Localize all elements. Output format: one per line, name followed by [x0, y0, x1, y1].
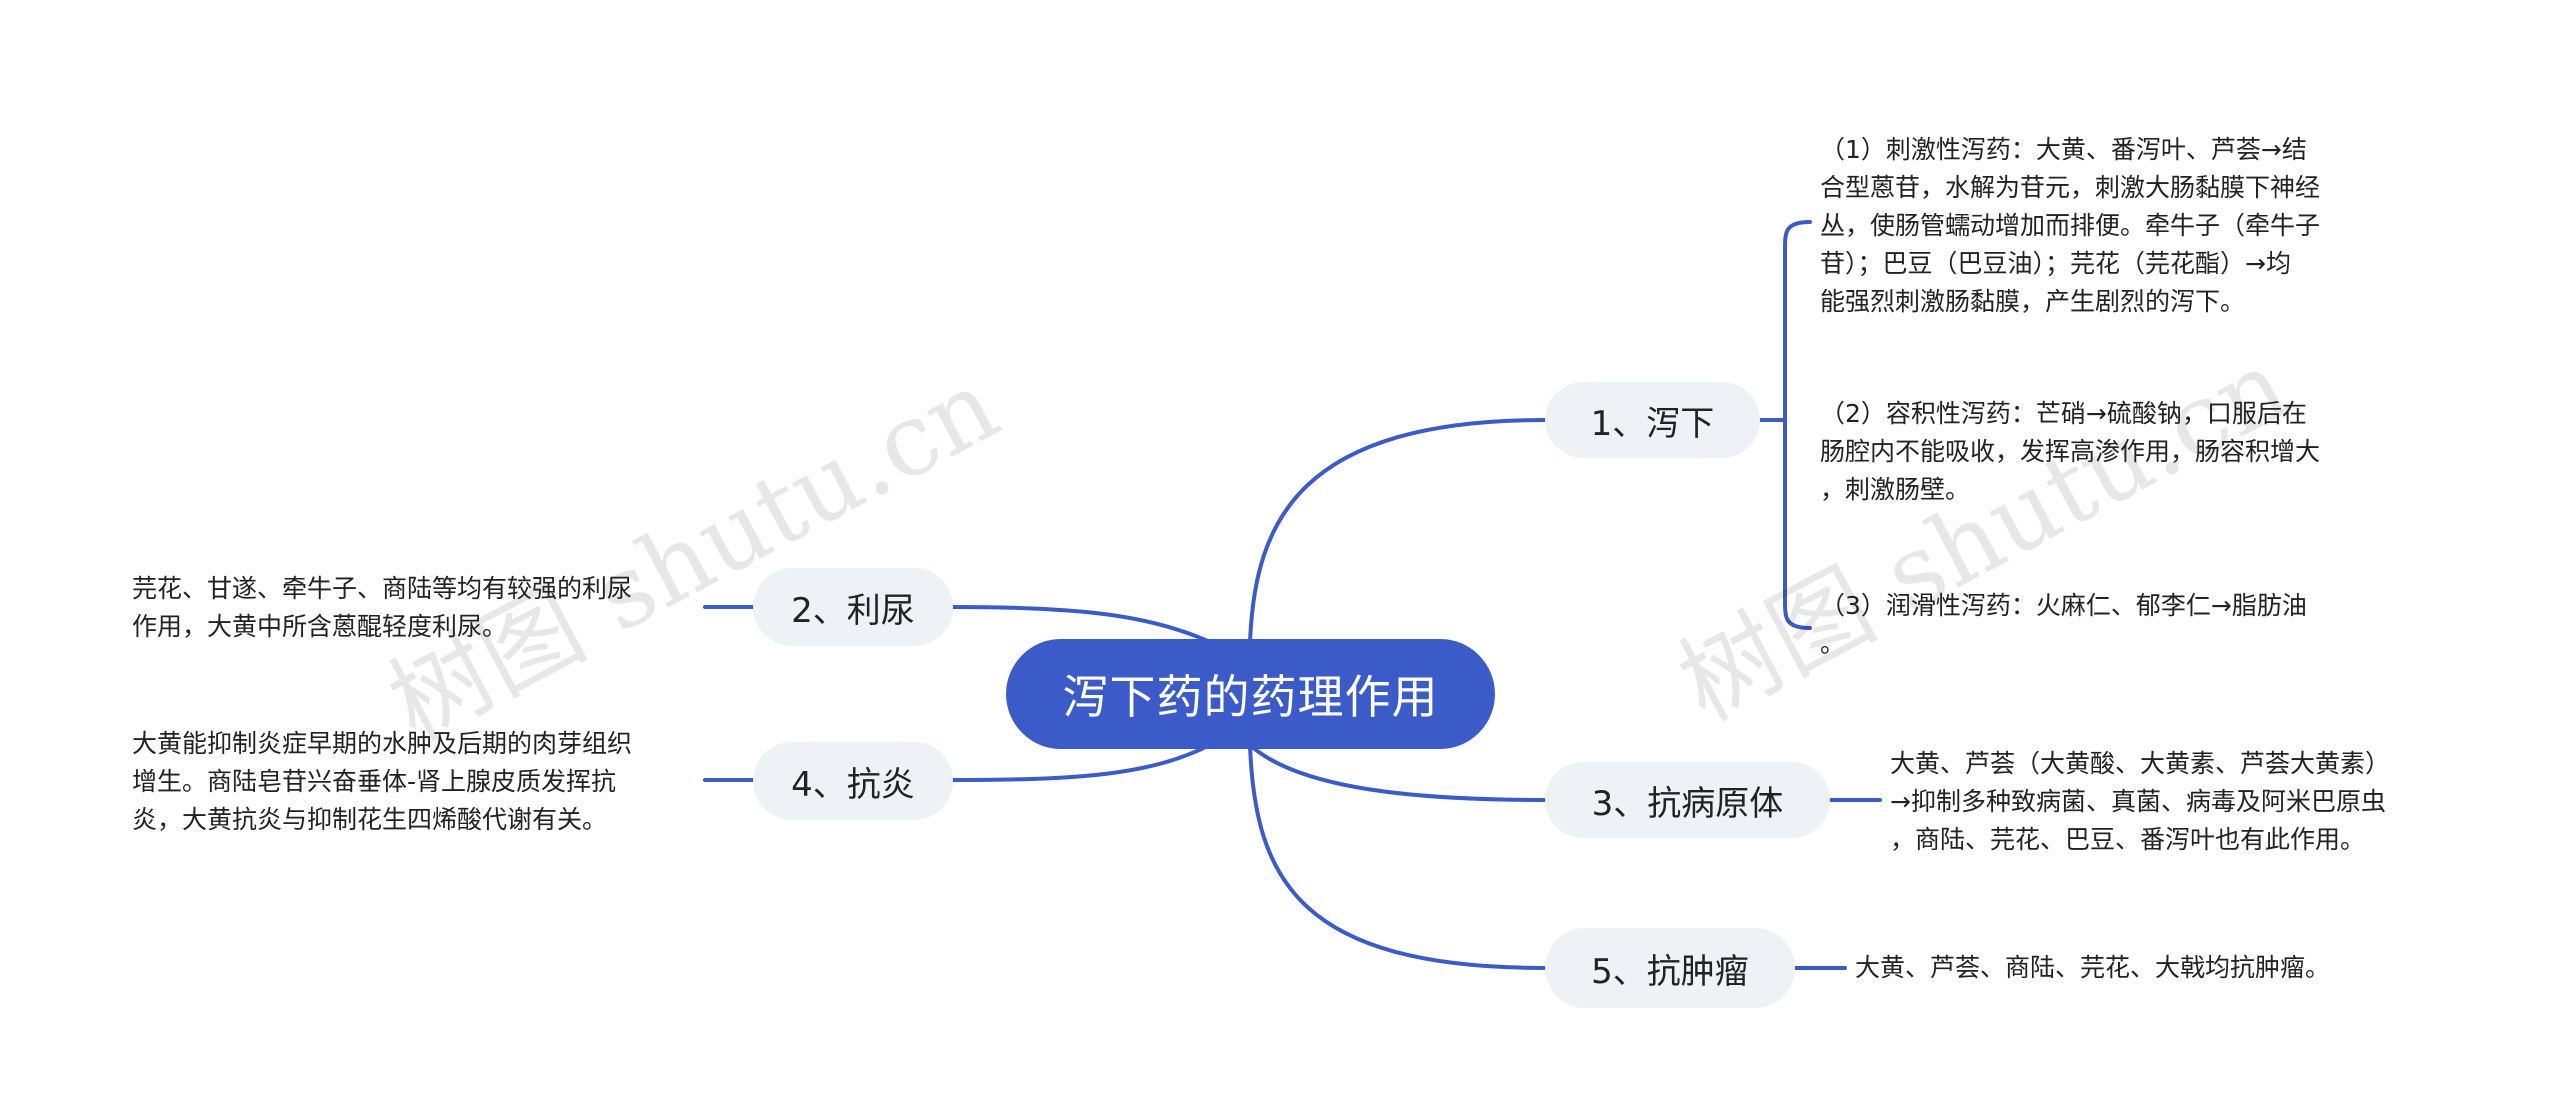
leaf-liniao[interactable]: 芫花、甘遂、牵牛子、商陆等均有较强的利尿 作用，大黄中所含蒽醌轻度利尿。: [132, 574, 633, 641]
connector-root-b3: [1248, 743, 1547, 802]
bracket-b1: [1783, 220, 1812, 630]
leaf-kangzhongliu[interactable]: 大黄、芦荟、商陆、芫花、大戟均抗肿瘤。: [1855, 953, 2331, 982]
leaf-kangyan[interactable]: 大黄能抑制炎症早期的水肿及后期的肉芽组织 增生。商陆皂苷兴奋垂体-肾上腺皮质发挥…: [132, 729, 633, 834]
branch-node-kangyan[interactable]: 4、抗炎: [753, 742, 953, 820]
leaf-xiexia-bulk[interactable]: （2）容积性泻药：芒硝→硫酸钠，口服后在 肠腔内不能吸收，发挥高渗作用，肠容积增…: [1820, 399, 2321, 504]
branch-node-kangzhongliu[interactable]: 5、抗肿瘤: [1545, 928, 1795, 1008]
connector-root-b5: [1248, 743, 1547, 970]
leaf-xiexia-lubricant[interactable]: （3）润滑性泻药：火麻仁、郁李仁→脂肪油 。: [1820, 591, 2307, 658]
leaf-kangyanti[interactable]: 大黄、芦荟（大黄酸、大黄素、芦荟大黄素） →抑制多种致病菌、真菌、病毒及阿米巴原…: [1890, 749, 2391, 854]
branch-node-xiexia[interactable]: 1、泻下: [1545, 382, 1760, 458]
connector-root-b2: [951, 605, 1212, 644]
connector-root-b1: [1248, 418, 1547, 644]
connector-root-b4: [951, 743, 1212, 782]
leaf-xiexia-stimulant[interactable]: （1）刺激性泻药：大黄、番泻叶、芦荟→结 合型蒽苷，水解为苷元，刺激大肠黏膜下神…: [1820, 135, 2321, 316]
root-topic[interactable]: 泻下药的药理作用: [1006, 639, 1495, 749]
branch-node-liniao[interactable]: 2、利尿: [753, 568, 953, 646]
branch-node-kangyanti[interactable]: 3、抗病原体: [1545, 762, 1830, 838]
